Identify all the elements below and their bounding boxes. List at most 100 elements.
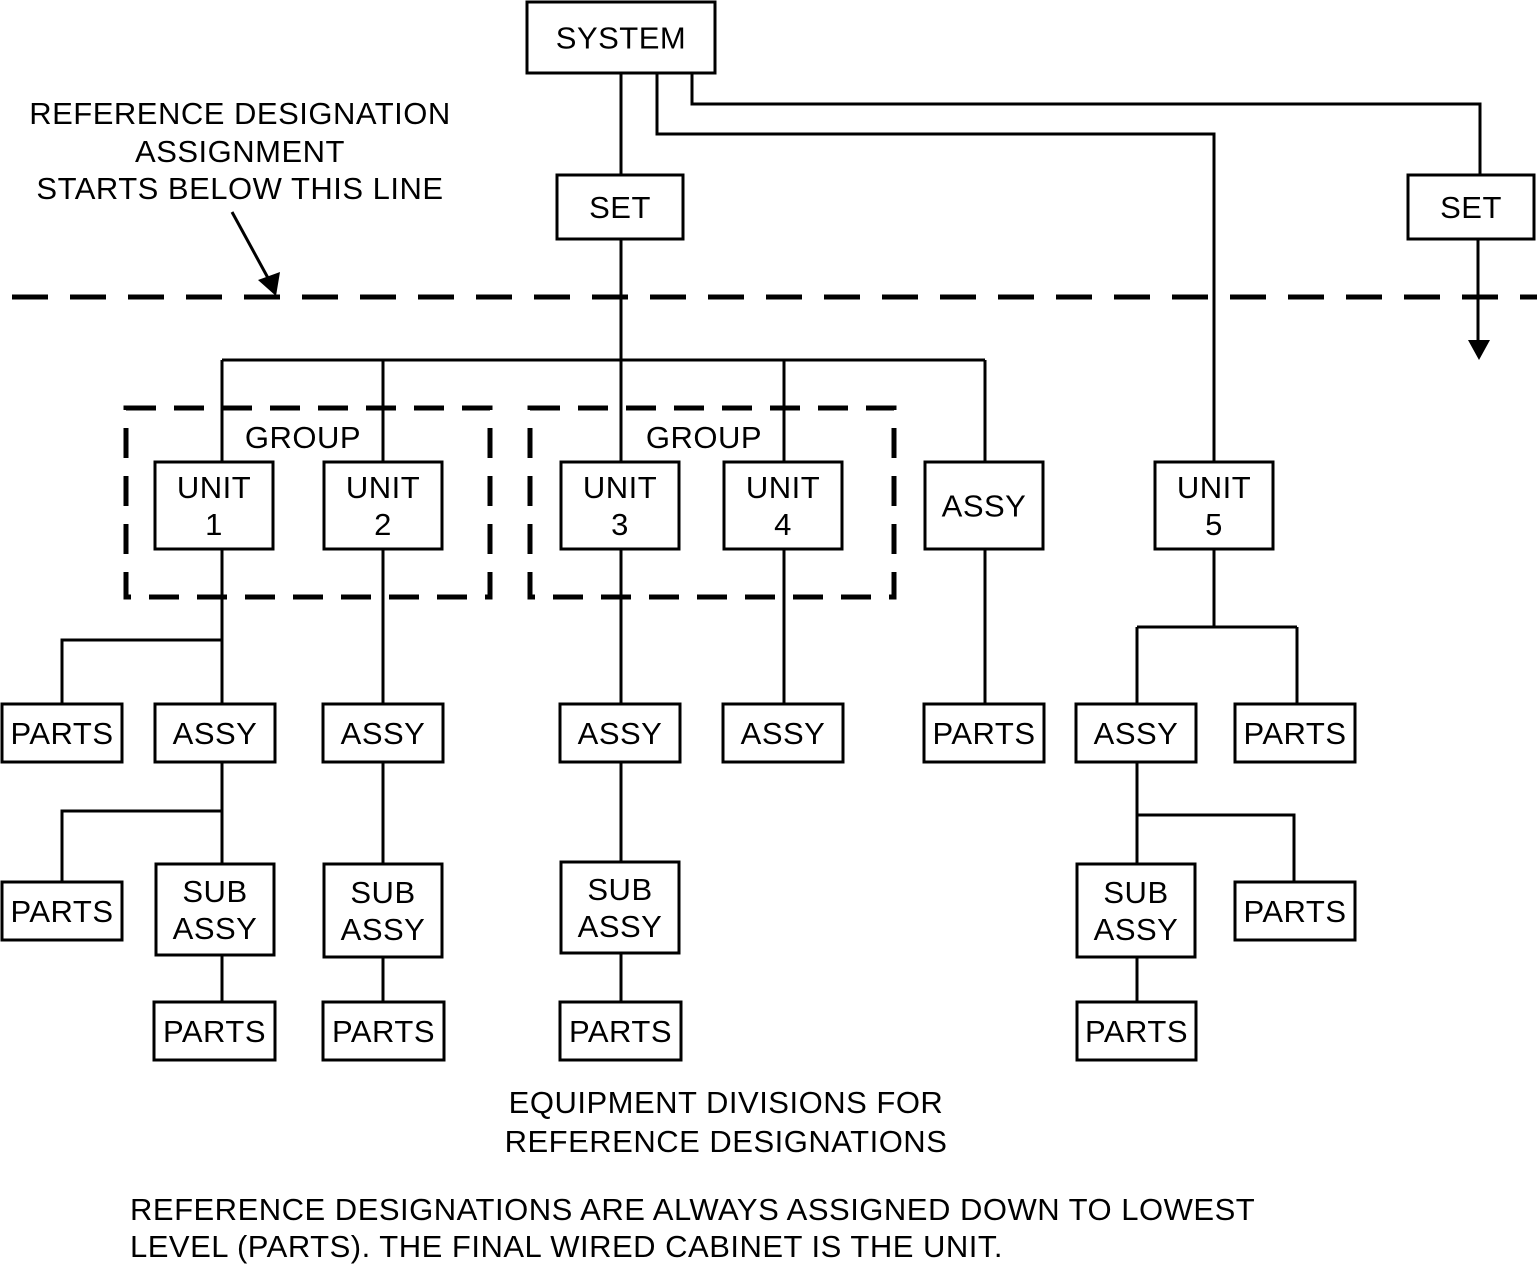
node-label: ASSY [173,911,258,946]
node-box [153,702,277,764]
node-label: ASSY [1094,716,1179,751]
node-box [1406,173,1536,241]
node-label: SUB [350,875,415,910]
node-label: PARTS [332,1014,435,1049]
caption-line-1: EQUIPMENT DIVISIONS FOR [509,1085,944,1120]
node-assy-u2: ASSY [321,702,445,764]
node-parts-s1: PARTS [152,1000,277,1062]
annotation: REFERENCE DESIGNATION ASSIGNMENT STARTS … [29,96,451,206]
node-box [0,702,124,764]
node-label: PARTS [1085,1014,1188,1049]
node-box [1233,880,1357,942]
node-assy-top: ASSY [923,460,1045,551]
group-label-1: GROUP [245,420,361,455]
node-box [1233,702,1357,764]
node-box [322,862,444,959]
node-system: SYSTEM [525,0,717,75]
node-box [722,460,844,551]
node-label: SET [1440,190,1502,225]
node-label: ASSY [341,912,426,947]
annotation-line-1: REFERENCE DESIGNATION [29,96,451,131]
node-label: PARTS [11,894,114,929]
node-parts-s5: PARTS [1075,1000,1198,1062]
node-box [558,1000,683,1062]
node-label: ASSY [578,909,663,944]
note-line-2: LEVEL (PARTS). THE FINAL WIRED CABINET I… [130,1229,1003,1264]
node-box [555,173,685,241]
note: REFERENCE DESIGNATIONS ARE ALWAYS ASSIGN… [130,1192,1255,1264]
node-label: UNIT [346,470,420,505]
node-label: 5 [1205,507,1223,542]
node-label: ASSY [578,716,663,751]
node-box [559,860,681,955]
node-set-right: SET [1406,173,1536,241]
node-parts-a1: PARTS [0,880,124,942]
node-assy-u1: ASSY [153,702,277,764]
node-box [922,702,1046,764]
node-box [1075,862,1197,959]
node-box [721,702,845,764]
node-label: ASSY [741,716,826,751]
node-label: 4 [774,507,792,542]
node-assy-u4: ASSY [721,702,845,764]
node-parts-a5: PARTS [1233,880,1357,942]
node-box [321,1000,446,1062]
node-box [1074,702,1198,764]
annotation-line-3: STARTS BELOW THIS LINE [36,171,443,206]
node-label: 2 [374,507,392,542]
node-label: 1 [205,507,223,542]
node-parts-s2: PARTS [321,1000,446,1062]
node-label: PARTS [1244,894,1347,929]
node-label: SET [589,190,651,225]
node-label: 3 [611,507,629,542]
node-label: UNIT [177,470,251,505]
node-label: PARTS [11,716,114,751]
node-box [559,460,681,551]
node-box [322,460,444,551]
node-label: PARTS [569,1014,672,1049]
node-assy-u5: ASSY [1074,702,1198,764]
note-line-1: REFERENCE DESIGNATIONS ARE ALWAYS ASSIGN… [130,1192,1255,1227]
node-label: PARTS [163,1014,266,1049]
node-label: ASSY [942,489,1027,524]
group-label-2: GROUP [646,420,762,455]
group-outline-1 [123,405,493,600]
node-label: UNIT [1177,470,1251,505]
node-parts-assy: PARTS [922,702,1046,764]
node-box [154,862,276,957]
node-parts-u5: PARTS [1233,702,1357,764]
node-parts-s3: PARTS [558,1000,683,1062]
node-box [1153,460,1275,551]
node-label: PARTS [1244,716,1347,751]
node-parts-u1: PARTS [0,702,124,764]
node-label: ASSY [341,716,426,751]
connectors [60,73,1490,1002]
node-box [0,880,124,942]
node-label: UNIT [746,470,820,505]
caption: EQUIPMENT DIVISIONS FOR REFERENCE DESIGN… [505,1085,948,1159]
node-label: SUB [1103,875,1168,910]
node-box [152,1000,277,1062]
node-label: ASSY [173,716,258,751]
node-label: SUB [587,872,652,907]
node-box [923,460,1045,551]
node-label: SYSTEM [556,21,686,56]
node-label: ASSY [1094,912,1179,947]
node-set-left: SET [555,173,685,241]
node-box [1075,1000,1198,1062]
node-box [153,460,275,551]
node-assy-u3: ASSY [558,702,682,764]
caption-line-2: REFERENCE DESIGNATIONS [505,1124,948,1159]
node-label: SUB [182,874,247,909]
node-box [321,702,445,764]
